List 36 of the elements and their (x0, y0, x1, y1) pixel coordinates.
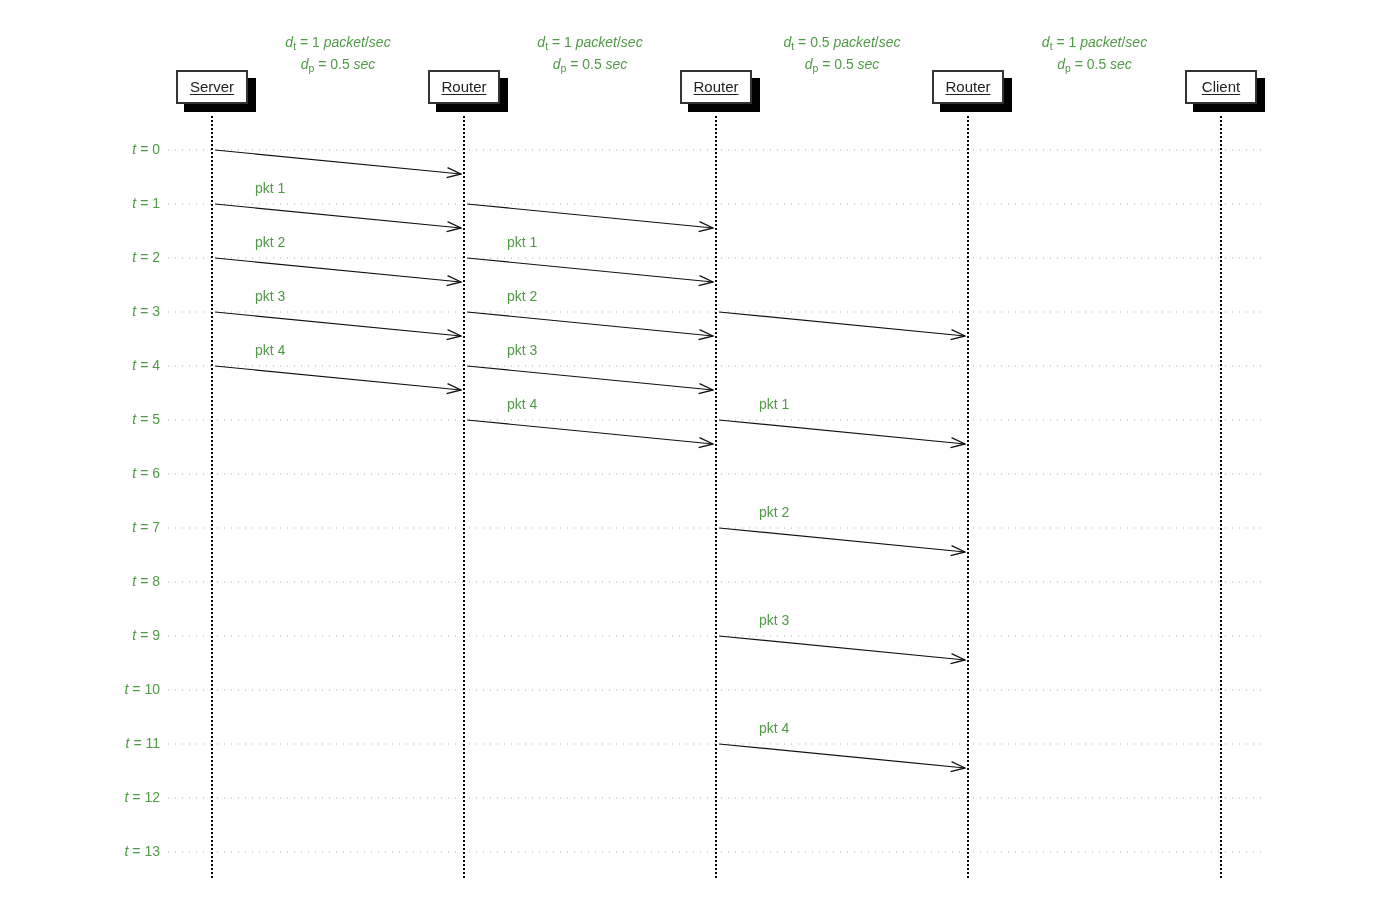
arrow (214, 203, 462, 233)
lifeline (463, 116, 465, 878)
edge-label: pkt 2 (758, 505, 791, 519)
edge-label: pkt 3 (254, 289, 287, 303)
edge-label: pkt 2 (254, 235, 287, 249)
arrow (466, 311, 714, 341)
arrow (718, 527, 966, 557)
lifeline (967, 116, 969, 878)
edge-label: pkt 4 (254, 343, 287, 357)
arrow (718, 743, 966, 773)
link-rate-label: d$_{t}$ = 1 packet/sec (536, 35, 644, 49)
edge-label: pkt 2 (506, 289, 539, 303)
lifeline (1220, 116, 1222, 878)
edge-label: pkt 1 (758, 397, 791, 411)
edge-label: pkt 4 (758, 721, 791, 735)
arrow (718, 311, 966, 341)
arrow (214, 311, 462, 341)
arrow (214, 365, 462, 395)
arrow (466, 257, 714, 287)
arrow (718, 419, 966, 449)
edge-label: pkt 1 (254, 181, 287, 195)
arrow (214, 149, 462, 179)
edge-label: pkt 1 (506, 235, 539, 249)
arrow (214, 257, 462, 287)
edge-label: pkt 3 (506, 343, 539, 357)
lifeline (715, 116, 717, 878)
link-rate-label: d$_{t}$ = 1 packet/sec (1040, 35, 1149, 49)
edge-label: pkt 3 (758, 613, 791, 627)
arrow (718, 635, 966, 665)
link-rate-label: d$_{t}$ = 1 packet/sec (284, 35, 392, 49)
arrow (466, 419, 714, 449)
link-rate-label: d$_{t}$ = 0.5 packet/sec (782, 35, 902, 49)
edge-label: pkt 4 (506, 397, 539, 411)
arrow (466, 365, 714, 395)
arrow (466, 203, 714, 233)
lifeline (211, 116, 213, 878)
